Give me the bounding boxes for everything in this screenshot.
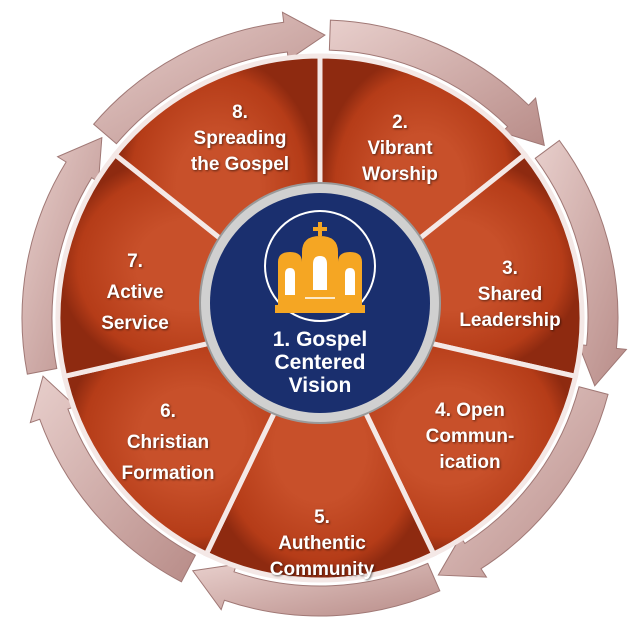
segment-number: 4. Open (435, 400, 505, 421)
center-label-line: Vision (288, 374, 352, 397)
segment-text: ication (439, 452, 501, 473)
segment-text: Shared (477, 284, 543, 305)
segment-text: Community (269, 559, 375, 580)
cycle-arrow-icon (191, 562, 441, 617)
segment-vibrant-worship: 2. Vibrant Worship (325, 110, 475, 188)
cycle-arrow-icon (328, 19, 545, 147)
segment-active-service: 7. Active Service (60, 246, 210, 339)
segment-open-communication: 4. Open Commun- ication (395, 398, 545, 476)
segment-number: 7. (127, 251, 143, 272)
center-label-line: Centered (274, 351, 366, 374)
church-icon (264, 210, 376, 322)
segment-text: the Gospel (190, 154, 290, 175)
segment-christian-formation: 6. Christian Formation (93, 396, 243, 489)
cycle-arrow-icon (21, 136, 103, 375)
wheel-segment (202, 312, 438, 583)
cycle-arrow-icon (437, 386, 609, 578)
segment-authentic-community: 5. Authentic Community (247, 505, 397, 583)
segment-text: Christian (126, 432, 210, 453)
segment-number: 3. (502, 258, 518, 279)
segment-text: Authentic (278, 533, 366, 554)
segment-text: Service (101, 313, 169, 334)
center-label-line: 1. Gospel (272, 328, 368, 351)
cycle-arrow-icon (29, 375, 197, 583)
cycle-arrow-icon (92, 11, 326, 145)
segment-number: 6. (160, 401, 176, 422)
segment-shared-leadership: 3. Shared Leadership (435, 256, 585, 334)
segment-number: 8. (232, 102, 248, 123)
center-label: 1. Gospel Centered Vision (245, 328, 395, 397)
segment-text: Spreading (193, 128, 287, 149)
segment-text: Leadership (459, 310, 561, 331)
cycle-arrows (21, 11, 628, 617)
segment-text: Commun- (425, 426, 515, 447)
cycle-arrow-icon (534, 139, 628, 387)
segment-number: 2. (392, 112, 408, 133)
segment-spreading-gospel: 8. Spreading the Gospel (165, 100, 315, 178)
segment-text: Vibrant (367, 138, 433, 159)
segment-number: 5. (314, 507, 330, 528)
segment-text: Formation (121, 463, 215, 484)
segment-text: Active (106, 282, 164, 303)
segment-text: Worship (362, 164, 438, 185)
